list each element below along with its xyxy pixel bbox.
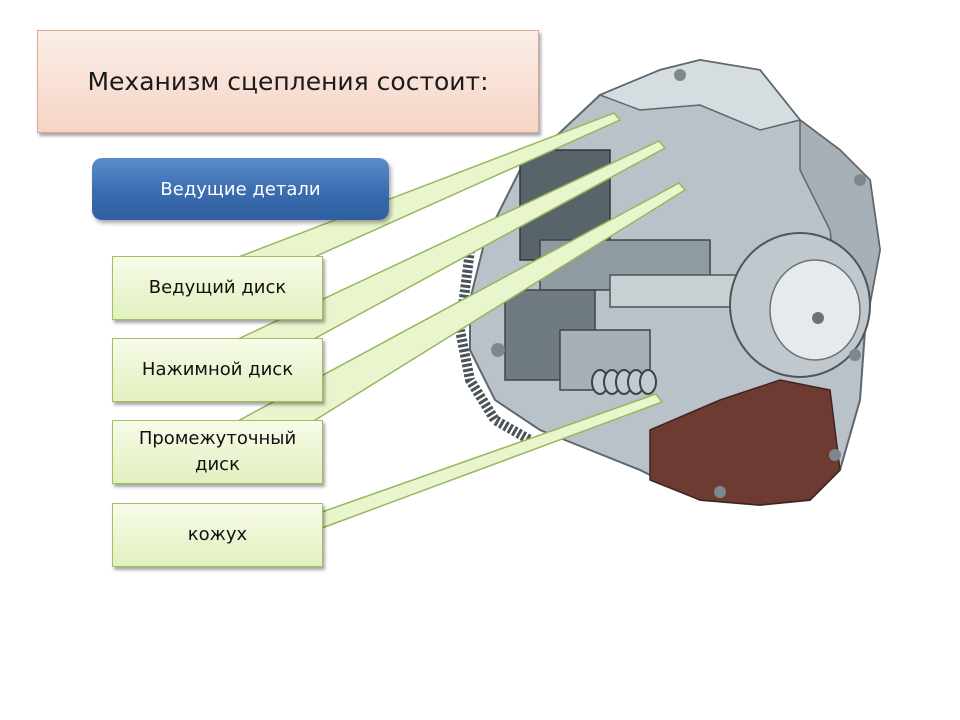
part-label-intermediate-disc: Промежуточный диск: [112, 420, 323, 484]
part-label-driving-disc: Ведущий диск: [112, 256, 323, 320]
part-label-pressure-disc: Нажимной диск: [112, 338, 323, 402]
callout-lines: [235, 112, 687, 530]
part-label-intermediate-disc-text: Промежуточный диск: [138, 427, 297, 475]
slide-title: Механизм сцепления состоит:: [37, 30, 539, 133]
category-label: Ведущие детали: [92, 158, 389, 220]
part-label-cover: кожух: [112, 503, 323, 567]
